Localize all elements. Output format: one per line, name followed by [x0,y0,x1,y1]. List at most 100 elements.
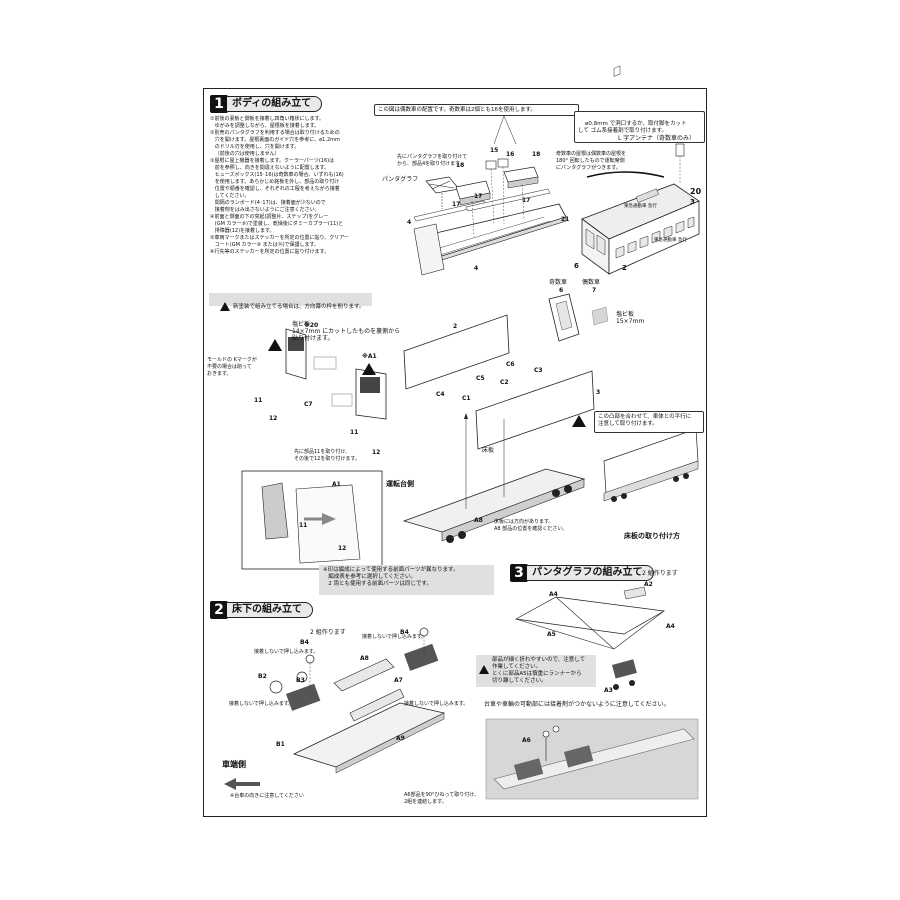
pantograph-label: パンタグラフ [382,176,419,183]
part-label: 12 [372,449,381,456]
pantograph-note: 先にパンタグラフを取り付けて から、部品4を取り付けます。 [397,154,468,167]
part-label: A5 [547,631,556,638]
placement-note: この図は偶数車の配置です。奇数車は2個とも16を使用します。 [374,104,579,116]
push-note-d: 接着しないで押し込みます。 [404,701,469,707]
repaint-warning: 新塗装で組み立てる場合は、方向幕の枠を削ります。 [209,293,372,311]
floor-label: 床板 [482,447,495,454]
part-label: ※20 [304,322,319,329]
odd-car-label: 奇数車 [549,279,568,286]
section-3-header: 3 パンタグラフの組み立て [510,564,654,582]
part-label: 18 [532,151,541,158]
part-label: 17 [522,197,531,204]
floor-note: 床板には方向があります。 A8 部品の位置を確認ください。 [494,519,568,532]
part-label: A7 [394,677,403,684]
warning-icon [268,339,282,351]
body-lettering: 東急通勤車 急行 [624,204,657,209]
floor-mount-title: 床板の取り付け方 [624,532,680,540]
part-label: C5 [476,375,485,382]
part-label: C3 [534,367,543,374]
part-label: B2 [258,673,267,680]
part-label: B1 [276,741,285,748]
driver-side-label: 運転台側 [386,480,414,488]
section-3-qty: 2 組作ります [642,570,678,577]
direction-note: ※台車の向きに注意してください [230,793,304,799]
part-label: 21 [561,216,570,223]
part-label: 17 [474,193,483,200]
section-1-number: 1 [210,95,228,113]
antenna-label: L 字アンテナ（奇数車のみ） [618,135,696,142]
part-label: A4 [666,623,675,630]
mold-note: モールドの Kマークが 不要の場合は削って おきます。 [207,357,257,377]
section-1-steps: ①前後の妻板と側板を接着し四角い箱状にします。 ゆがみを調整しながら、屋根板を接… [210,116,349,255]
front-parts-note: ※印は編成によって使用する前面パーツが異なります。 編成表を参考に選択してくださ… [319,565,494,595]
fragile-caution: 部品が細く折れやすいので、注意して 作業してください。 とくに部品A5は慎重にラ… [476,655,596,687]
section-2-header: 2 床下の組み立て [210,601,313,619]
part-label: 15 [490,147,499,154]
section-1-header: 1 ボディの組み立て [210,95,323,113]
coupler-note: 先に部品11を取り付け、 その後で12を取り付けます。 [294,449,360,462]
odd-car-note: 奇数車の屋根は偶数車の屋根を 180° 回転したもので運転席側 にパンタグラフが… [556,151,627,171]
part-label: 2 [453,323,458,330]
section-2-number: 2 [210,601,228,619]
part-label: 3 [596,389,601,396]
part-label: 4 [474,265,479,272]
part-label: A8 [360,655,369,662]
drill-note-text: ø0.8mm で洞口するか、取付脚をカット して ゴム系接着剤で取り付けます。 [578,121,687,134]
part-label: A4 [549,591,558,598]
fragile-caution-text: 部品が細く折れやすいので、注意して 作業してください。 とくに部品A5は慎重にラ… [492,657,586,684]
twist-note: A6部品を90°ひねって取り付け、 2組を連結します。 [404,792,479,805]
part-label: C7 [304,401,313,408]
part-label: 6 [559,287,564,294]
section-3-title: パンタグラフの組み立て [527,565,654,581]
part-label: B4 [400,629,409,636]
push-note-c: 接着しないで押し込みます。 [229,701,294,707]
warning-icon [362,363,376,375]
warning-icon [572,415,586,427]
part-label: C4 [436,391,445,398]
vinyl-plate-a: 塩ビ板 14×7mm にカットしたものを裏側から 貼り付けます。 [292,321,401,342]
roof-diagram [224,65,700,800]
part-label: C2 [500,379,509,386]
part-label: A6 [522,737,531,744]
even-car-label: 偶数車 [582,279,601,286]
part-label: 12 [269,415,278,422]
repaint-warning-text: 新塗装で組み立てる場合は、方向幕の枠を削ります。 [233,304,365,310]
part-label: 16 [506,151,515,158]
part-label: B4 [300,639,309,646]
body-lettering: 東急通勤車 急行 [654,238,687,243]
push-note-a: 接着しないで押し込みます。 [254,649,319,655]
part-label: 12 [338,545,347,552]
part-label: A3 [604,687,613,694]
driver-side: 車端側 [222,760,246,769]
part-label: 2 [622,264,627,272]
section-2-qty: 2 組作ります [310,629,346,636]
push-note-b: 接着しないで押し込みます。 [362,634,427,640]
instruction-sheet: 1 ボディの組み立て ①前後の妻板と側板を接着し四角い箱状にします。 ゆがみを調… [203,65,707,817]
part-label: 11 [299,522,308,529]
part-label: 3 [690,198,695,206]
part-label: 17 [452,201,461,208]
part-label: A9 [396,735,405,742]
section-1-title: ボディの組み立て [227,96,323,112]
align-note: この凸部を合わせて、車体との平行に 注意して取り付けます。 [594,411,704,433]
part-label: A8 [474,517,483,524]
glue-caution: 台車や車輪の可動部には接着剤がつかないように注意してください。 [484,701,670,708]
drill-note: ø0.8mm で洞口するか、取付脚をカット して ゴム系接着剤で取り付けます。 [574,111,705,143]
warning-icon [479,665,489,674]
section-2-title: 床下の組み立て [227,602,313,618]
section-3-number: 3 [510,564,528,582]
part-label: C6 [506,361,515,368]
part-label: A1 [332,481,341,488]
part-label: B3 [296,677,305,684]
part-label: 6 [574,262,579,270]
part-label: ※A1 [362,353,377,360]
part-label: 11 [254,397,263,404]
part-label: 11 [350,429,359,436]
warning-icon [220,302,230,311]
part-label: 20 [690,187,702,196]
part-label: A2 [644,581,653,588]
vinyl-plate-b: 塩ビ板 15×7mm [616,311,645,325]
part-label: 18 [456,162,465,169]
part-label: C1 [462,395,471,402]
part-label: 7 [592,287,597,294]
